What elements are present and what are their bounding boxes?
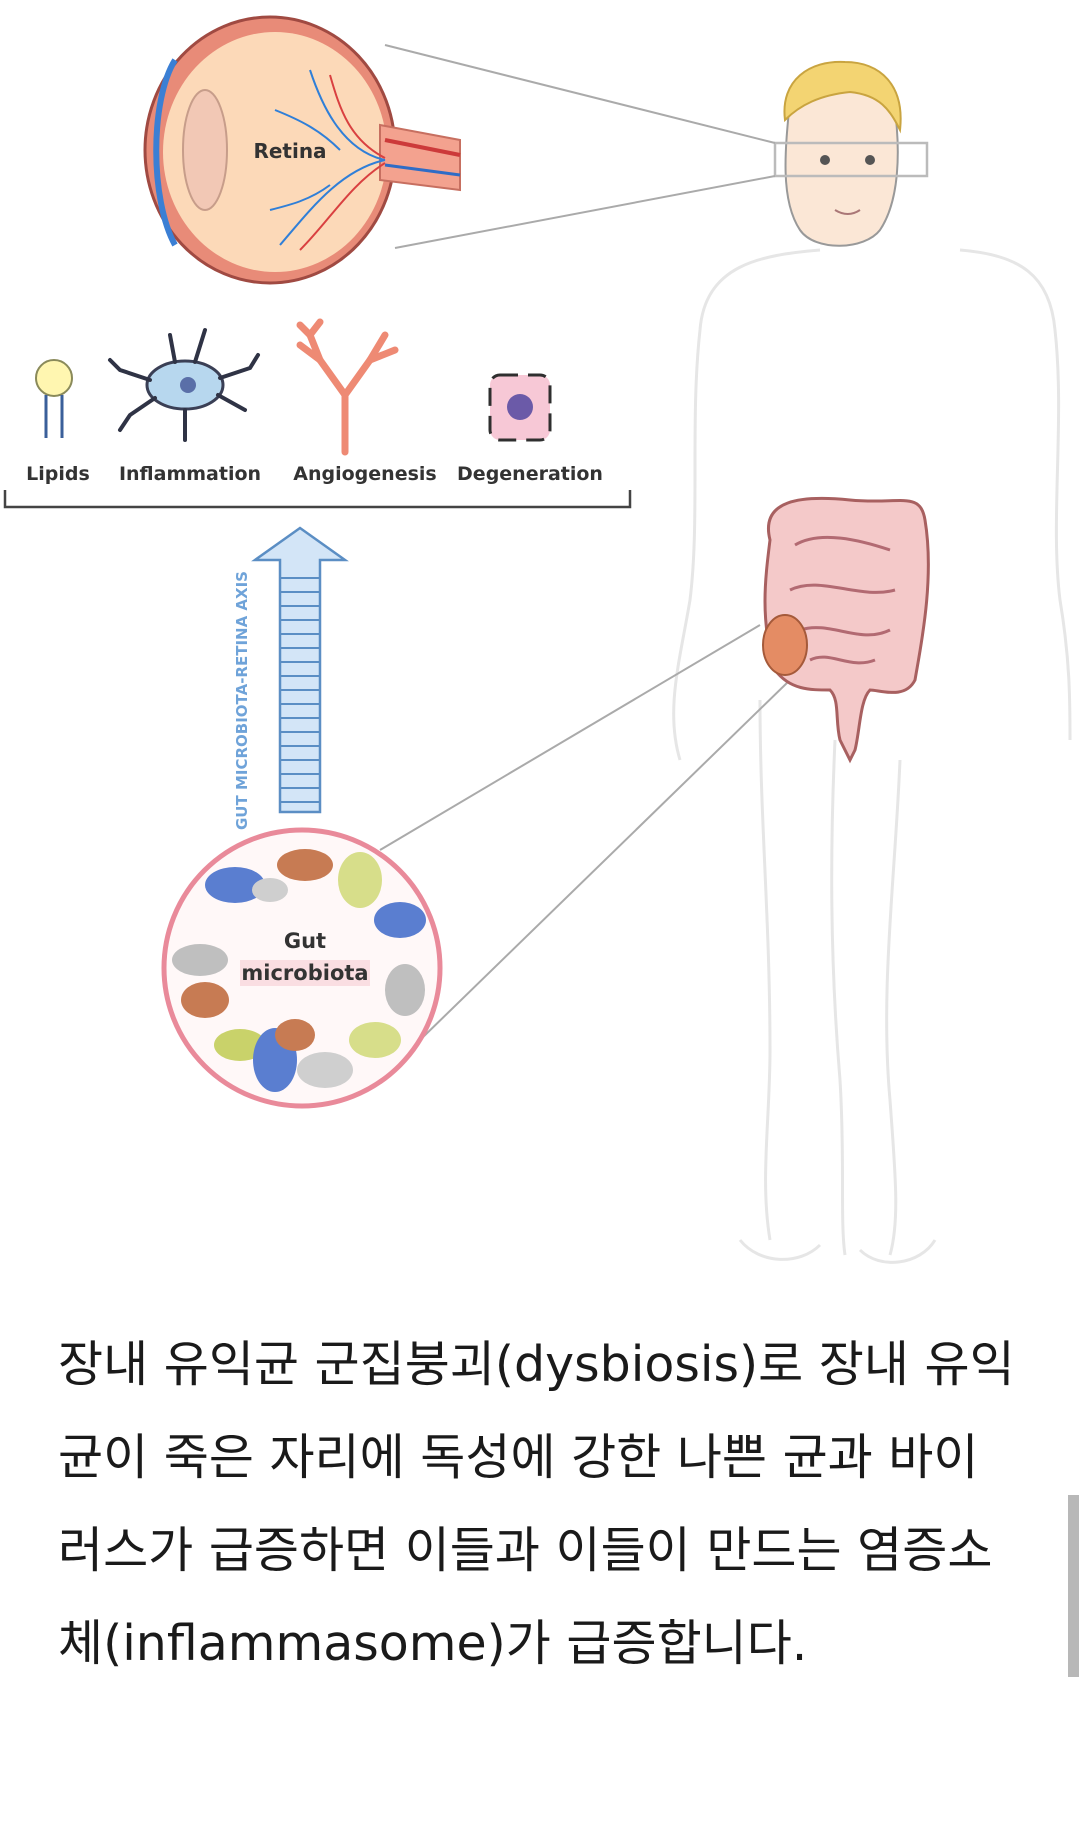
human-head — [773, 60, 929, 247]
intestine-illustration — [762, 496, 930, 764]
gut-retina-axis-figure: Retina Lipids Inflammation Angiogenesis … — [3, 15, 1072, 1264]
article-paragraph: 장내 유익균 군집붕괴(dysbiosis)로 장내 유익균이 죽은 자리에 독… — [58, 1336, 1015, 1672]
inflammation-cell-icon — [108, 328, 260, 442]
marker-label-degeneration: Degeneration — [457, 463, 603, 485]
axis-label: GUT MICROBIOTA-RETINA AXIS — [233, 571, 251, 830]
lipid-icon — [35, 359, 73, 438]
degeneration-cell-icon — [488, 373, 552, 442]
connector-lines — [379, 44, 791, 1041]
gut-microbiota-illustration: Gut microbiota — [161, 827, 443, 1109]
markers-bracket — [3, 490, 632, 509]
angiogenesis-icon — [296, 318, 399, 456]
marker-label-inflammation: Inflammation — [119, 463, 261, 485]
human-body-silhouette — [672, 248, 1072, 1264]
retina-label: Retina — [253, 139, 326, 163]
marker-label-lipids: Lipids — [26, 463, 90, 485]
gut-label-line1: Gut — [284, 929, 326, 953]
up-arrow-icon — [251, 526, 349, 814]
eye-illustration: Retina — [143, 15, 461, 285]
gut-label-line2: microbiota — [241, 961, 368, 985]
scrollbar-thumb[interactable] — [1068, 1495, 1079, 1677]
marker-label-angiogenesis: Angiogenesis — [293, 463, 436, 485]
